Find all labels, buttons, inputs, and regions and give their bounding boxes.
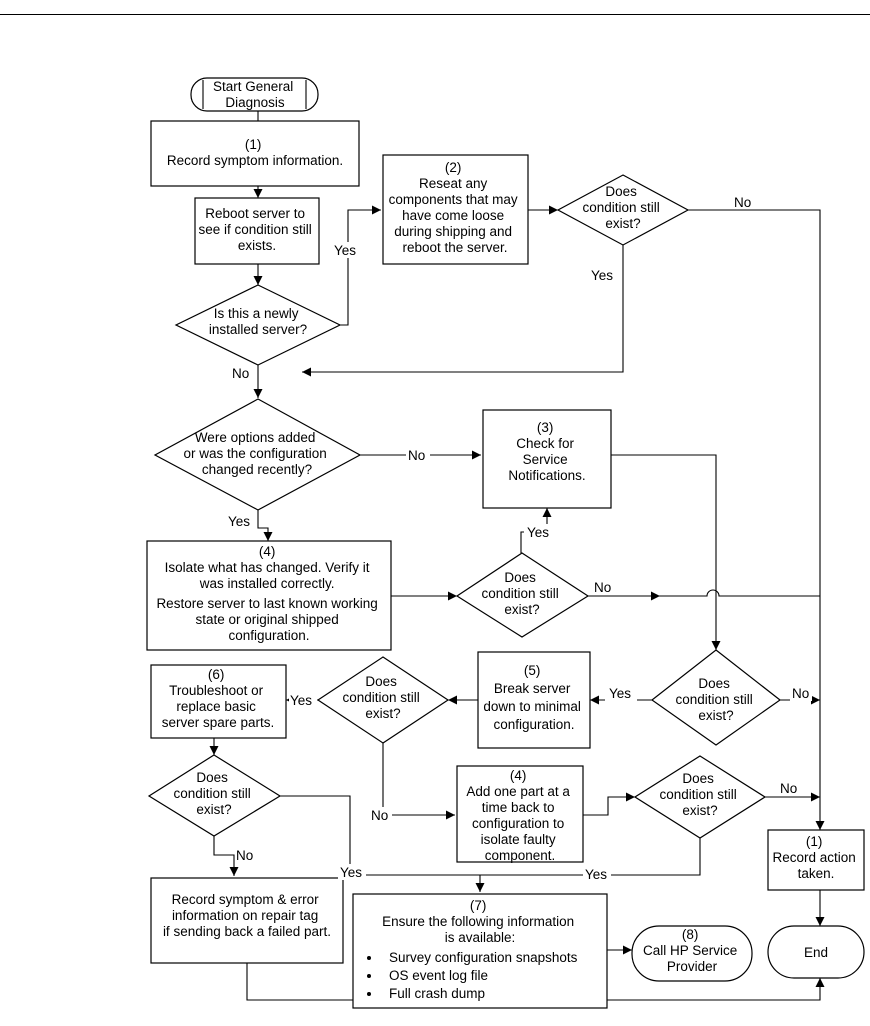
options-decision-label: Were options added or was the configurat… <box>183 430 330 477</box>
break-down-label: (5) Break server down to minimal configu… <box>483 663 584 732</box>
troubleshoot-decision <box>147 754 282 837</box>
edge-labels: Yes No Yes No No Yes Yes No Yes No Yes N… <box>228 195 812 883</box>
edge-label-new-yes: Yes <box>334 243 356 258</box>
call-hp-label: (8) Call HP Service Provider <box>643 927 741 974</box>
header-rule <box>0 14 870 15</box>
ensure-heading: (7) Ensure the following information is … <box>382 898 578 945</box>
break-down-box <box>477 651 591 749</box>
ensure-box <box>352 893 608 1009</box>
edge-label-trouble-yes: Yes <box>340 865 362 880</box>
edge-addpart-yes-to-ensure <box>480 838 701 876</box>
edge-label-minimal-no: No <box>371 808 388 823</box>
edge-label-reseat-no: No <box>734 195 751 210</box>
edge-label-minimal-yes: Yes <box>290 693 312 708</box>
edge-new-yes-to-reseat <box>340 205 381 326</box>
add-part-box <box>456 765 584 863</box>
check-notifications-box <box>482 409 612 509</box>
ensure-bullet-list: Survey configuration snapshots OS event … <box>367 950 578 1001</box>
end-terminator <box>767 925 865 979</box>
record-symptom-label: (1) Record symptom information. <box>167 137 343 168</box>
minimal-decision-label: Does condition still exist? <box>342 674 423 721</box>
edge-label-trouble-no: No <box>236 848 253 863</box>
ensure-bullet: Full crash dump <box>389 986 485 1001</box>
options-decision <box>153 398 362 511</box>
record-action-label: (1) Record action taken. <box>772 834 859 881</box>
bullet-dot <box>367 992 371 996</box>
record-error-box <box>150 877 344 964</box>
reseat-label: (2) Reseat any components that may have … <box>389 160 522 255</box>
troubleshoot-box <box>150 664 287 739</box>
isolate-decision-label: Does condition still exist? <box>481 570 562 617</box>
bullet-dot <box>367 956 371 960</box>
edge-add-part-to-decision <box>583 792 635 816</box>
edge-label-notif-no: No <box>792 686 809 701</box>
reboot-label: Reboot server to see if condition still … <box>198 206 315 253</box>
reboot-box <box>194 197 320 265</box>
edge-reseat-no-to-record-action <box>688 209 825 830</box>
ensure-bullet: OS event log file <box>389 968 488 983</box>
edge-reseat-yes-back <box>302 245 624 377</box>
record-action-box <box>767 829 865 891</box>
edge-minimal-no-to-add-part <box>382 743 455 820</box>
edge-isolate-no-to-main <box>588 589 820 597</box>
edge-label-notif-yes: Yes <box>609 686 631 701</box>
edge-label-options-yes: Yes <box>228 514 250 529</box>
add-part-decision <box>633 755 767 839</box>
reseat-decision-label: Does condition still exist? <box>582 184 663 231</box>
ensure-bullet: Survey configuration snapshots <box>389 950 578 965</box>
nodes: Start General Diagnosis (1) Record sympt… <box>146 77 865 1009</box>
edge-trouble-no-to-record-error <box>213 836 239 876</box>
edge-label-options-no: No <box>408 448 425 463</box>
bullet-dot <box>367 974 371 978</box>
edge-label-isolate-no: No <box>594 580 611 595</box>
call-hp-terminator <box>631 925 753 982</box>
new-server-decision <box>174 284 342 366</box>
edge-notifications-to-decision <box>611 454 721 650</box>
reseat-decision <box>556 174 690 246</box>
isolate-decision <box>455 552 590 638</box>
isolate-label: (4) Isolate what has changed. Verify it … <box>156 544 381 643</box>
edge-label-reseat-yes: Yes <box>591 268 613 283</box>
edge-options-yes-to-isolate <box>257 510 273 541</box>
record-error-label: Record symptom & error information on re… <box>163 892 331 939</box>
add-part-decision-label: Does condition still exist? <box>659 771 740 818</box>
reseat-box <box>382 154 529 265</box>
edge-label-isolate-yes: Yes <box>527 525 549 540</box>
notifications-decision <box>650 649 782 746</box>
start-label: Start General Diagnosis <box>213 79 297 110</box>
record-symptom-box <box>150 120 360 187</box>
start-terminator <box>190 77 319 112</box>
edge-label-addpart-no: No <box>780 781 797 796</box>
edge-label-addpart-yes: Yes <box>585 867 607 882</box>
check-notifications-label: (3) Check for Service Notifications. <box>508 420 585 483</box>
troubleshoot-label: (6) Troubleshoot or replace basic server… <box>162 667 275 730</box>
add-part-label: (4) Add one part at a time back to confi… <box>466 768 573 863</box>
minimal-decision <box>316 656 450 744</box>
isolate-box <box>146 540 392 651</box>
edge-label-new-no: No <box>232 366 249 381</box>
notifications-decision-label: Does condition still exist? <box>675 676 756 723</box>
troubleshoot-decision-label: Does condition still exist? <box>173 770 254 817</box>
new-server-decision-label: Is this a newly installed server? <box>209 306 307 337</box>
end-label: End <box>804 945 828 960</box>
